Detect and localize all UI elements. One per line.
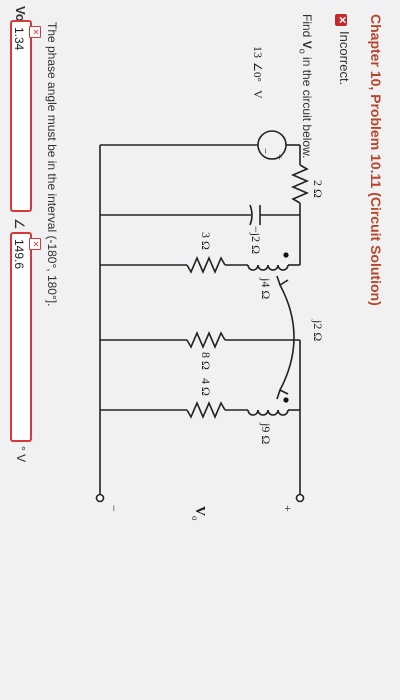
terminal-top xyxy=(295,493,305,503)
source-plus: + xyxy=(273,154,285,160)
angle-symbol: ∠ xyxy=(251,62,263,72)
coil-dot-primary xyxy=(283,252,289,258)
coil-dot-secondary xyxy=(283,397,289,403)
angle-symbol-label: ∠ xyxy=(12,218,27,230)
inductor-j9 xyxy=(247,409,289,416)
source-magnitude: 13 xyxy=(251,46,265,58)
label-l1: j4 Ω xyxy=(259,277,273,299)
angle-value: 149.6 xyxy=(12,239,26,270)
label-r2: 3 Ω xyxy=(199,232,213,250)
mutual-arrow xyxy=(279,284,295,391)
x-mark-icon: ✕ xyxy=(29,26,41,38)
source-unit: V xyxy=(251,90,265,99)
vo-var: V xyxy=(192,506,207,516)
capacitor-plate-bottom xyxy=(249,204,253,226)
source-angle: 0° xyxy=(251,72,263,82)
label-cap: −j2 Ω xyxy=(249,226,263,254)
label-r3: 8 Ω xyxy=(199,352,213,370)
magnitude-input[interactable]: ✕ 1.34 xyxy=(10,20,41,212)
vo-plus: + xyxy=(281,505,295,512)
terminal-bottom xyxy=(95,493,105,503)
angle-unit: ° V xyxy=(14,446,28,463)
label-r4: 4 Ω xyxy=(199,378,213,396)
inductor-j4 xyxy=(247,264,289,271)
x-mark-icon: ✕ xyxy=(29,238,41,250)
label-r1: 2 Ω xyxy=(311,180,325,198)
magnitude-value: 1.34 xyxy=(12,27,26,51)
resistor-8ohm xyxy=(186,330,226,350)
source-minus: − xyxy=(259,148,271,154)
vo-sub: o xyxy=(190,516,200,521)
resistor-2ohm xyxy=(290,164,310,204)
angle-input[interactable]: ✕ 149.6 xyxy=(10,232,41,442)
vo-minus: − xyxy=(107,505,121,512)
label-mutual: j2 Ω xyxy=(311,319,325,341)
label-l2: j9 Ω xyxy=(259,422,273,444)
resistor-3ohm xyxy=(186,255,226,275)
resistor-4ohm xyxy=(186,400,226,420)
phase-angle-note: The phase angle must be in the interval … xyxy=(45,22,59,307)
